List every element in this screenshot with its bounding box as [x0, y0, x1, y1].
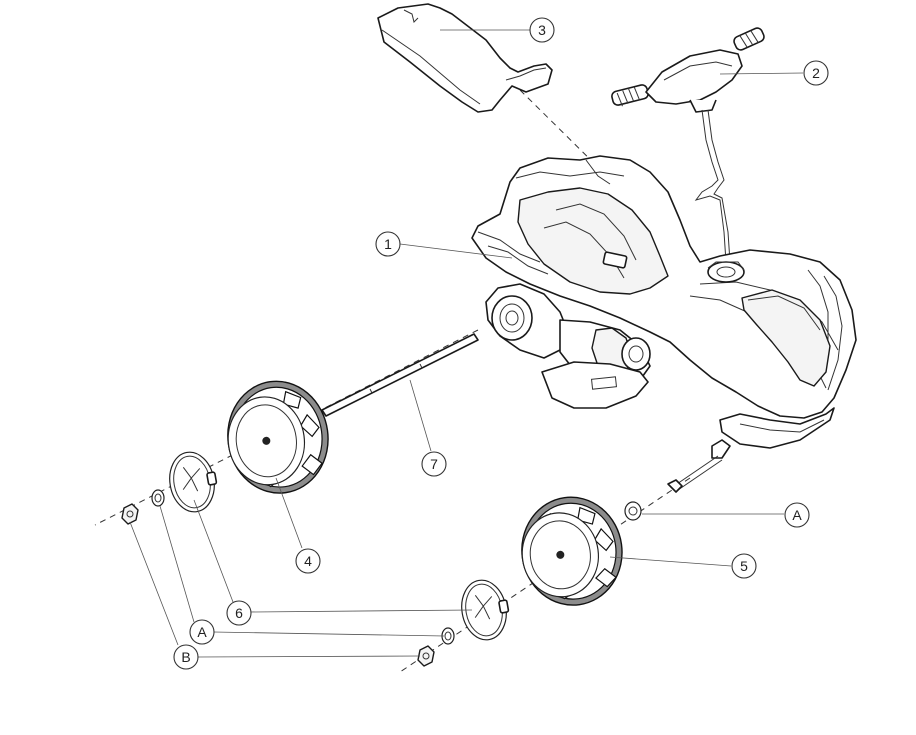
- seat-part: [377, 3, 553, 113]
- handlebar-part: [611, 27, 765, 263]
- hubcap-left-part: [169, 451, 218, 513]
- callout-2: 2: [803, 60, 829, 86]
- hubcap-right-part: [461, 579, 510, 641]
- callout-5: 5: [731, 553, 757, 579]
- callout-3-label: 3: [538, 22, 546, 38]
- callout-4-label: 4: [304, 553, 312, 569]
- callout-4: 4: [295, 548, 321, 574]
- washer-front-part: [624, 501, 642, 521]
- callout-5-label: 5: [740, 558, 748, 574]
- callout-7: 7: [421, 451, 447, 477]
- front-wheel-right-part: [521, 496, 623, 606]
- callout-7-label: 7: [430, 456, 438, 472]
- nut-left-part: [121, 503, 139, 525]
- nut-right-part: [417, 645, 435, 667]
- callout-1: 1: [375, 231, 401, 257]
- callout-a-front-label: A: [792, 507, 802, 523]
- callout-b: B: [173, 644, 199, 670]
- callout-6: 6: [226, 600, 252, 626]
- body-part: [471, 155, 857, 493]
- rear-wheel-left-part: [227, 380, 329, 494]
- callout-6-label: 6: [235, 605, 243, 621]
- leader-lines: [129, 29, 804, 658]
- washer-left-part: [151, 489, 165, 507]
- callout-3: 3: [529, 17, 555, 43]
- axle-part: [321, 333, 479, 417]
- callout-2-label: 2: [812, 65, 820, 81]
- callout-a-rear-label: A: [197, 624, 207, 640]
- callout-1-label: 1: [384, 236, 392, 252]
- callout-b-label: B: [181, 649, 190, 665]
- callout-a-rear: A: [189, 619, 215, 645]
- callout-a-front: A: [784, 502, 810, 528]
